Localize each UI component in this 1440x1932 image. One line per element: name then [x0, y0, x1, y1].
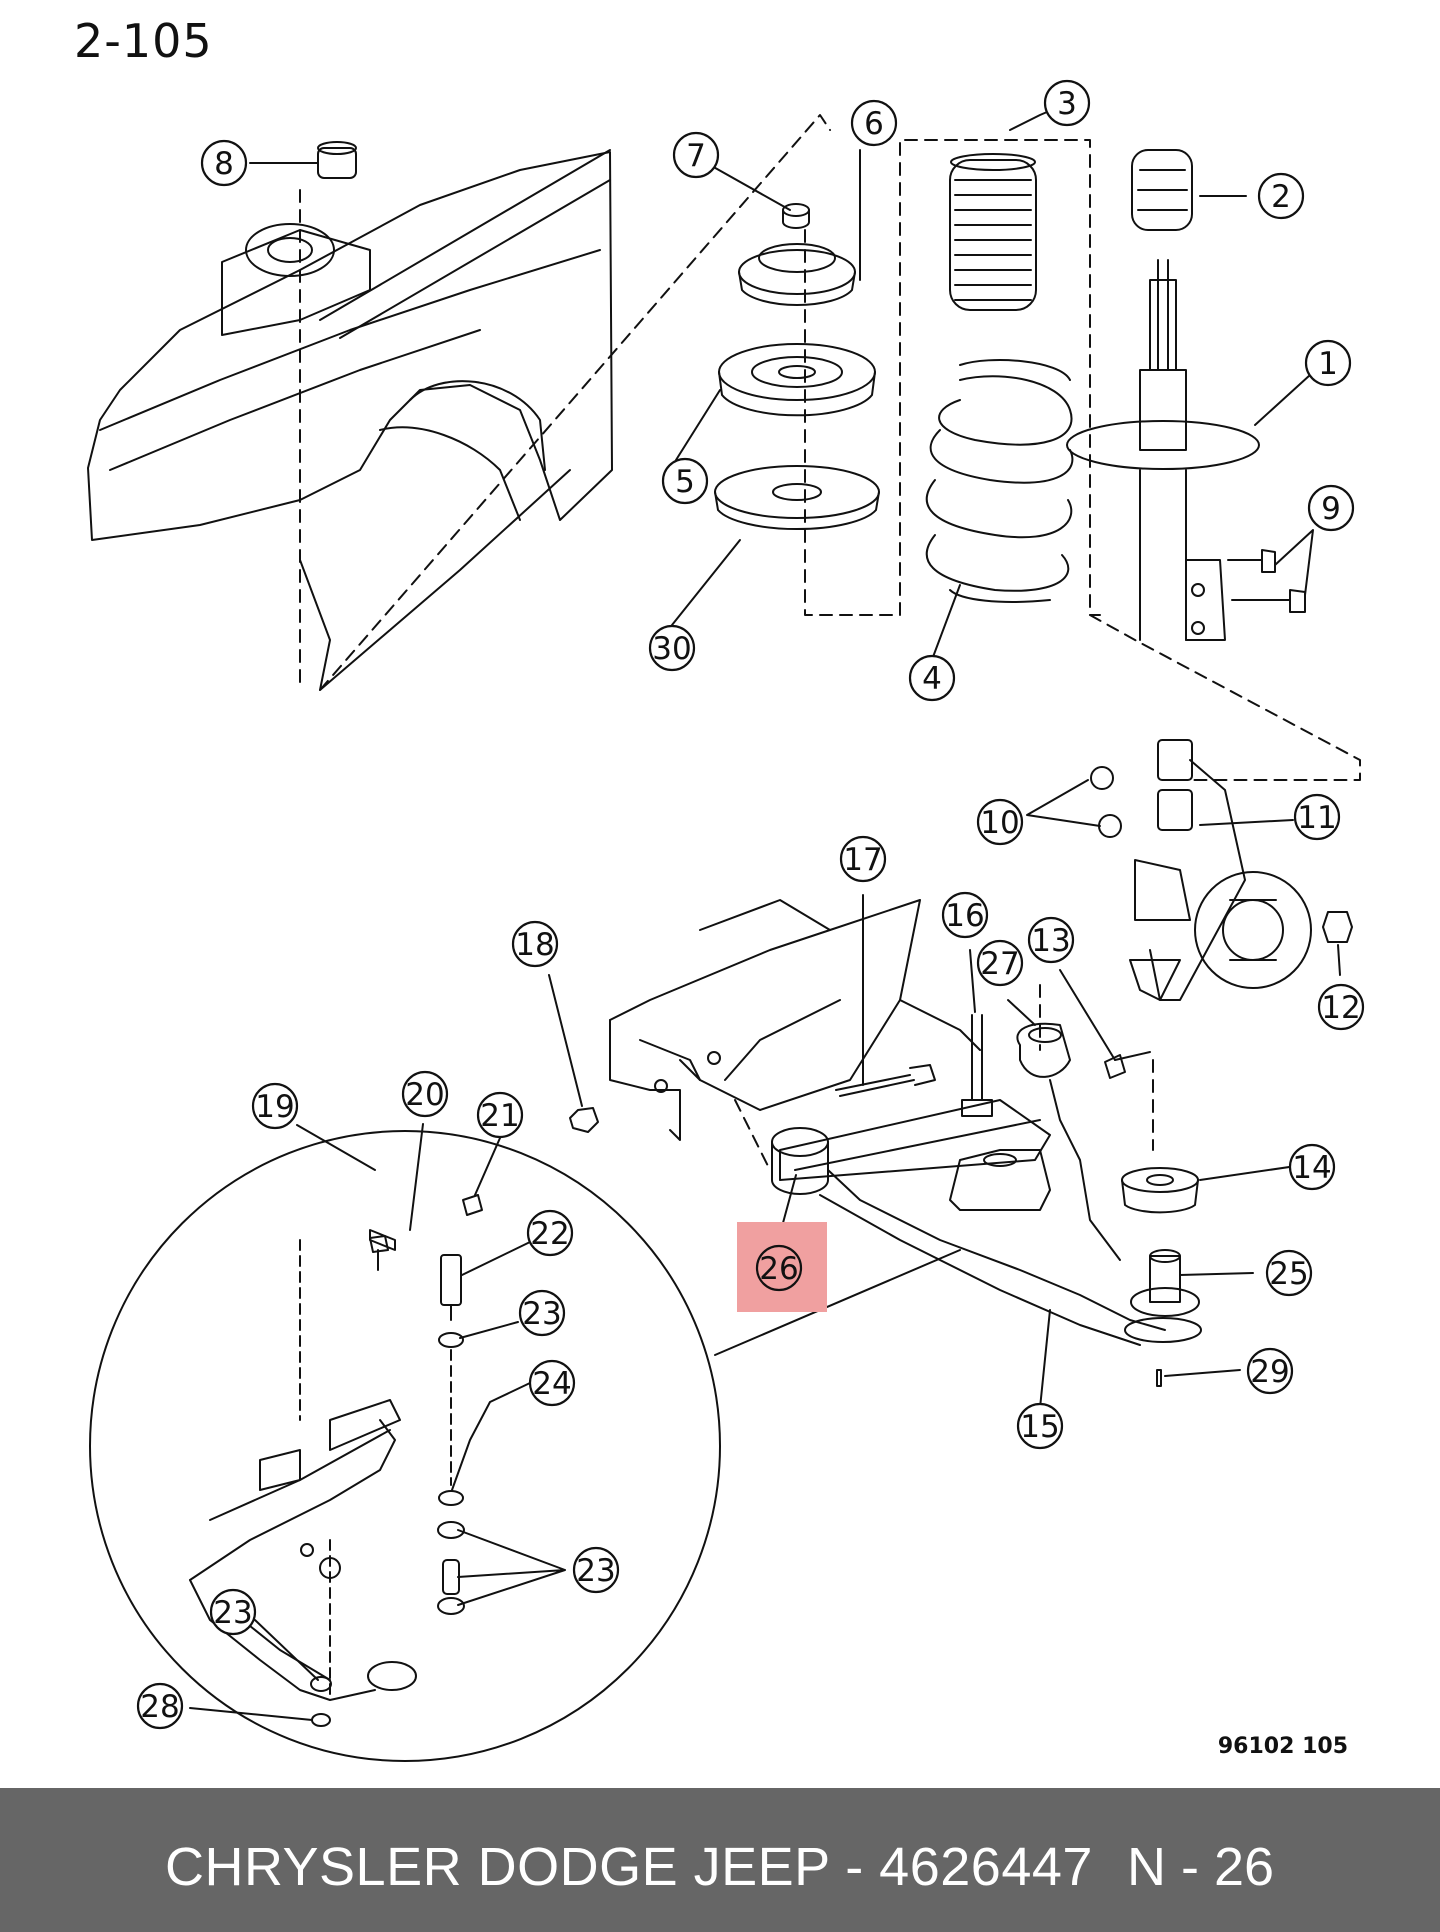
svg-text:14: 14	[1292, 1150, 1331, 1186]
svg-text:23: 23	[213, 1595, 252, 1631]
svg-text:18: 18	[515, 927, 554, 963]
callout-10[interactable]: 10	[976, 798, 1024, 846]
callout-1[interactable]: 1	[1304, 339, 1352, 387]
svg-text:3: 3	[1057, 86, 1077, 122]
svg-text:8: 8	[214, 146, 234, 182]
svg-text:19: 19	[255, 1089, 294, 1125]
highlight-box-26	[737, 1222, 827, 1312]
svg-text:7: 7	[686, 138, 706, 174]
spring-and-bumper	[925, 153, 1074, 603]
svg-text:30: 30	[652, 631, 691, 667]
callout-18[interactable]: 18	[511, 920, 559, 968]
bolts	[569, 1014, 1151, 1133]
callout-20[interactable]: 20	[401, 1070, 449, 1118]
callout-7[interactable]: 7	[672, 131, 720, 179]
svg-text:10: 10	[980, 805, 1019, 841]
svg-text:16: 16	[945, 898, 984, 934]
callout-29[interactable]: 29	[1246, 1347, 1294, 1395]
callout-4[interactable]: 4	[908, 654, 956, 702]
svg-text:24: 24	[532, 1366, 571, 1402]
svg-text:5: 5	[675, 464, 695, 500]
callout-13[interactable]: 13	[1027, 916, 1075, 964]
svg-text:29: 29	[1250, 1354, 1289, 1390]
svg-text:25: 25	[1269, 1256, 1308, 1292]
callout-9[interactable]: 9	[1307, 484, 1355, 532]
callout-23-right[interactable]: 23	[572, 1546, 620, 1594]
detail-inset	[89, 1130, 721, 1762]
svg-text:23: 23	[522, 1296, 561, 1332]
callout-25[interactable]: 25	[1265, 1249, 1313, 1297]
svg-text:20: 20	[405, 1077, 444, 1113]
callout-3[interactable]: 3	[1043, 79, 1091, 127]
callout-21[interactable]: 21	[476, 1091, 524, 1139]
svg-text:22: 22	[530, 1216, 569, 1252]
svg-text:17: 17	[843, 842, 882, 878]
page-reference: 2-105	[74, 14, 213, 68]
fender-drawing	[87, 149, 613, 691]
callout-23-left[interactable]: 23	[209, 1588, 257, 1636]
figure-code: 96102 105	[1217, 1734, 1348, 1759]
svg-text:1: 1	[1318, 346, 1338, 382]
callout-16[interactable]: 16	[941, 891, 989, 939]
callout-15[interactable]: 15	[1016, 1402, 1064, 1450]
svg-text:6: 6	[864, 106, 884, 142]
lower-control-arm	[609, 899, 1202, 1387]
svg-text:26: 26	[759, 1251, 798, 1287]
callout-24[interactable]: 24	[528, 1359, 576, 1407]
svg-text:28: 28	[140, 1689, 179, 1725]
suspension-exploded-diagram: 1 2 3 4 5 6 7 8 9 10 11 12 13 14 15 16 1…	[87, 79, 1365, 1762]
strut-assembly	[1066, 149, 1306, 641]
svg-text:9: 9	[1321, 491, 1341, 527]
leader-lines	[189, 99, 1341, 1721]
callout-5[interactable]: 5	[661, 457, 709, 505]
callout-12[interactable]: 12	[1317, 983, 1365, 1031]
svg-text:23: 23	[576, 1553, 615, 1589]
callout-17[interactable]: 17	[839, 835, 887, 883]
callout-8[interactable]: 8	[200, 139, 248, 187]
callout-26[interactable]: 26	[755, 1244, 803, 1292]
svg-text:11: 11	[1297, 800, 1336, 836]
svg-text:27: 27	[980, 946, 1019, 982]
callout-19[interactable]: 19	[251, 1082, 299, 1130]
callout-11[interactable]: 11	[1293, 793, 1341, 841]
callout-2[interactable]: 2	[1257, 172, 1305, 220]
steering-knuckle	[1090, 739, 1353, 1001]
strut-mount-stack	[317, 141, 880, 531]
svg-text:4: 4	[922, 661, 942, 697]
footer-part-title: CHRYSLER DODGE JEEP - 4626447	[165, 1837, 1093, 1897]
callout-23-upper[interactable]: 23	[518, 1289, 566, 1337]
callout-6[interactable]: 6	[850, 99, 898, 147]
svg-text:2: 2	[1271, 179, 1291, 215]
callout-27[interactable]: 27	[976, 939, 1024, 987]
svg-text:13: 13	[1031, 923, 1070, 959]
callout-layer: 1 2 3 4 5 6 7 8 9 10 11 12 13 14 15 16 1…	[136, 79, 1365, 1730]
svg-text:21: 21	[480, 1098, 519, 1134]
callout-22[interactable]: 22	[526, 1209, 574, 1257]
svg-text:12: 12	[1321, 990, 1360, 1026]
dashed-guides	[299, 114, 1361, 1171]
callout-14[interactable]: 14	[1288, 1143, 1336, 1191]
svg-text:15: 15	[1020, 1409, 1059, 1445]
footer-callout-ref: N - 26	[1127, 1837, 1275, 1897]
callout-30[interactable]: 30	[648, 624, 696, 672]
footer-bar: CHRYSLER DODGE JEEP - 4626447 N - 26	[0, 1788, 1440, 1932]
callout-28[interactable]: 28	[136, 1682, 184, 1730]
